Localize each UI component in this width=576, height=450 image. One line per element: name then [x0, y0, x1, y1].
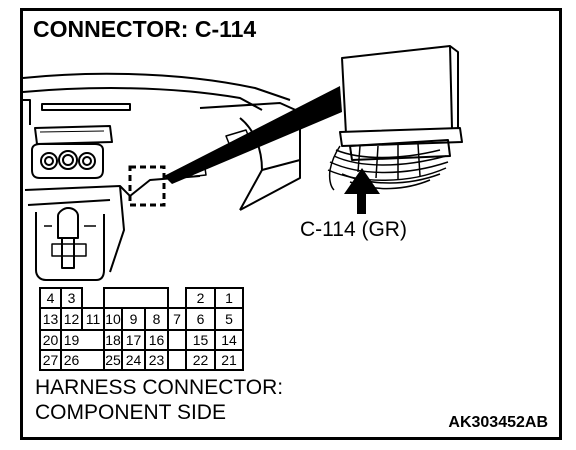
pin-13: 13 — [43, 311, 59, 327]
pin-9: 9 — [130, 311, 138, 327]
diagram-frame — [20, 8, 562, 440]
connector-pin-diagram — [39, 287, 244, 371]
dashboard-illustration — [22, 72, 301, 281]
pin-19: 19 — [64, 332, 80, 348]
component-box — [339, 45, 463, 161]
caption-line-2: COMPONENT SIDE — [35, 401, 226, 424]
pin-8: 8 — [153, 311, 161, 327]
pin-17: 17 — [126, 332, 142, 348]
pin-1: 1 — [225, 290, 233, 306]
pin-4: 4 — [47, 290, 55, 306]
connector-callout-label: C-114 (GR) — [300, 218, 407, 241]
pin-5: 5 — [225, 311, 233, 327]
pin-2: 2 — [197, 290, 205, 306]
callout-arrow — [344, 168, 380, 214]
pin-18: 18 — [105, 332, 121, 348]
pin-27: 27 — [43, 352, 59, 368]
zoom-wedge — [164, 86, 342, 184]
pin-14: 14 — [221, 332, 237, 348]
pin-20: 20 — [43, 332, 59, 348]
pin-labels: 4 3 2 1 13 12 11 10 9 8 7 6 5 20 19 18 1… — [43, 290, 237, 368]
pin-10: 10 — [105, 311, 121, 327]
pin-12: 12 — [64, 311, 80, 327]
location-marker-box — [128, 165, 166, 207]
pin-16: 16 — [149, 332, 165, 348]
wire-harness — [327, 143, 449, 191]
pin-22: 22 — [193, 352, 209, 368]
pin-7: 7 — [173, 311, 181, 327]
pin-23: 23 — [149, 352, 165, 368]
pin-11: 11 — [86, 311, 101, 327]
pin-3: 3 — [68, 290, 76, 306]
pin-26: 26 — [64, 352, 80, 368]
figure-code: AK303452AB — [448, 414, 548, 431]
pin-21: 21 — [221, 352, 237, 368]
connector-title: CONNECTOR: C-114 — [33, 16, 257, 42]
pin-15: 15 — [193, 332, 209, 348]
pin-25: 25 — [105, 352, 121, 368]
caption-line-1: HARNESS CONNECTOR: — [35, 376, 284, 399]
pin-24: 24 — [126, 352, 142, 368]
pin-6: 6 — [197, 311, 205, 327]
